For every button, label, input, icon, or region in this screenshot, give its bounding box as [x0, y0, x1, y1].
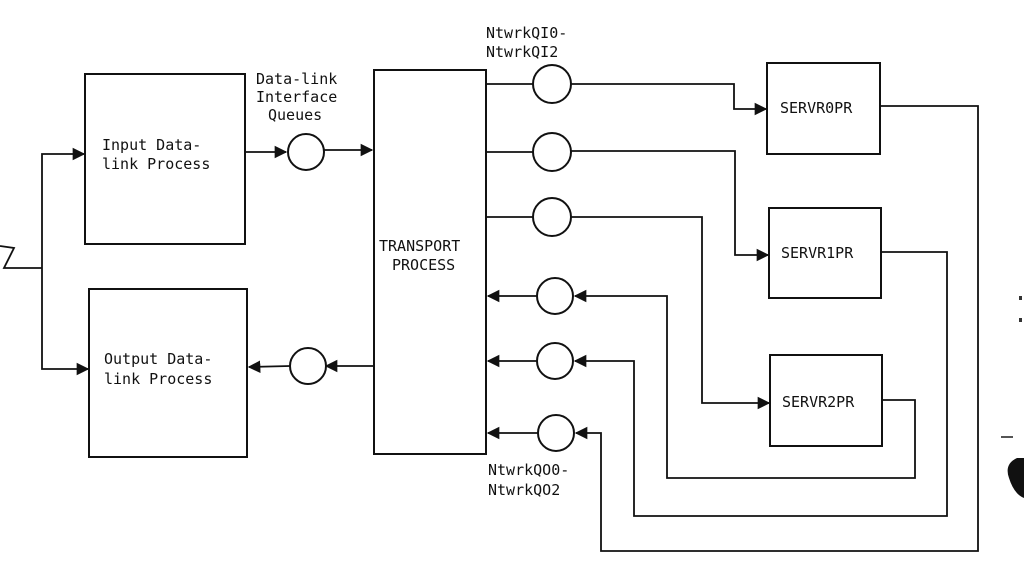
- network-input-queue-2: [532, 197, 572, 237]
- network-input-queue-1: [532, 132, 572, 172]
- network-output-queue-1: [536, 342, 574, 380]
- server1-return-to-noq1: [573, 251, 948, 517]
- output-process-label-line1: Output Data-: [104, 350, 212, 368]
- network-input-queue-0: [532, 64, 572, 104]
- link-to-output-process: [41, 268, 90, 376]
- datalink-queues-label-line2: Interface: [256, 88, 337, 106]
- network-input-queues-label-line2: NtwrkQI2: [486, 43, 558, 61]
- network-link-zigzag: [0, 245, 42, 269]
- link-to-input-process: [41, 147, 86, 268]
- niq0-to-server0: [571, 83, 768, 116]
- network-input-queues-label-line1: NtwrkQI0-: [486, 24, 567, 42]
- scan-mark-right-edge: [1007, 458, 1024, 498]
- datalink-queues-label-line1: Data-link: [256, 70, 337, 88]
- niq1-to-server1: [571, 150, 770, 262]
- datalink-queues-label-line3: Queues: [268, 106, 322, 124]
- transport-label-line2: PROCESS: [392, 256, 455, 274]
- network-output-queue-0: [536, 277, 574, 315]
- server0-return-to-noq2: [574, 105, 979, 552]
- server2-return-to-noq0: [573, 289, 916, 479]
- niq2-to-server2: [571, 216, 771, 410]
- output-process-label-line2: link Process: [104, 370, 212, 388]
- scan-speck-3: [1001, 436, 1013, 438]
- network-output-queue-2: [537, 414, 575, 452]
- server0-process-box: [766, 62, 881, 155]
- input-process-label-line2: link Process: [102, 155, 210, 173]
- transport-label-line1: TRANSPORT: [379, 237, 460, 255]
- input-process-label-line1: Input Data-: [102, 136, 201, 154]
- network-output-queues-label-line1: NtwrkQO0-: [488, 461, 569, 479]
- scan-speck-2: [1019, 318, 1022, 322]
- scan-speck-1: [1019, 296, 1022, 300]
- server0-label: SERVR0PR: [780, 99, 853, 117]
- server2-label: SERVR2PR: [782, 393, 855, 411]
- server2-process-box: [769, 354, 883, 447]
- server1-process-box: [768, 207, 882, 299]
- queue-to-output-arrow: [247, 360, 291, 374]
- server1-label: SERVR1PR: [781, 244, 854, 262]
- datalink-output-queue: [289, 347, 327, 385]
- output-datalink-process-box: [88, 288, 248, 458]
- network-output-queues-label-line2: NtwrkQO2: [488, 481, 560, 499]
- datalink-input-queue: [287, 133, 325, 171]
- transport-process-box: [373, 69, 487, 455]
- input-datalink-process-box: [84, 73, 246, 245]
